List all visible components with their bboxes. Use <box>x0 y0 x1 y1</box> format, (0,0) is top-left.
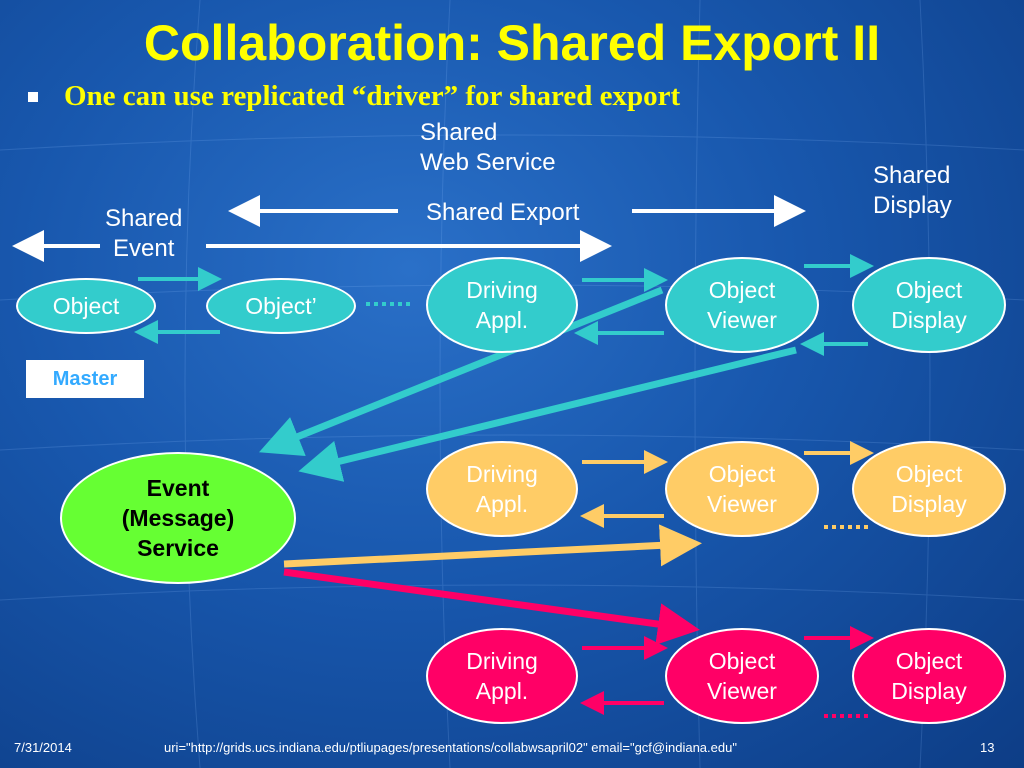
node-driving-appl-1: Driving Appl. <box>426 257 578 353</box>
footer-uri: uri="http://grids.ucs.indiana.edu/ptliup… <box>164 740 737 755</box>
label-shared-event: Shared Event <box>105 205 183 262</box>
teal-long-arrow-2 <box>298 346 797 482</box>
bullet-point: One can use replicated “driver” for shar… <box>28 80 680 113</box>
slide-title: Collaboration: Shared Export II <box>143 15 881 71</box>
node-object-display-2: Object Display <box>852 441 1006 537</box>
node-event-message-service: Event (Message) Service <box>60 452 296 584</box>
node-driving-appl-3: Driving Appl. <box>426 628 578 724</box>
label-shared-web-service: Shared Web Service <box>420 119 556 176</box>
footer-page-number: 13 <box>980 740 995 755</box>
node-object-viewer-3: Object Viewer <box>665 628 819 724</box>
pink-long-arrow <box>283 568 700 645</box>
label-shared-display: Shared Display <box>873 162 952 219</box>
node-object-prime: Object’ <box>206 278 356 334</box>
footer-date: 7/31/2014 <box>14 740 72 755</box>
teal-long-arrow-1 <box>259 286 664 457</box>
master-label: Master <box>26 360 144 398</box>
bullet-text: One can use replicated “driver” for shar… <box>64 80 681 112</box>
node-driving-appl-2: Driving Appl. <box>426 441 578 537</box>
node-object-display-3: Object Display <box>852 628 1006 724</box>
orange-long-arrow <box>283 524 702 568</box>
bullet-square-icon <box>28 91 38 102</box>
node-object-display-1: Object Display <box>852 257 1006 353</box>
label-shared-export: Shared Export <box>426 199 580 226</box>
node-object-viewer-1: Object Viewer <box>665 257 819 353</box>
node-object-viewer-2: Object Viewer <box>665 441 819 537</box>
node-object: Object <box>16 278 156 334</box>
